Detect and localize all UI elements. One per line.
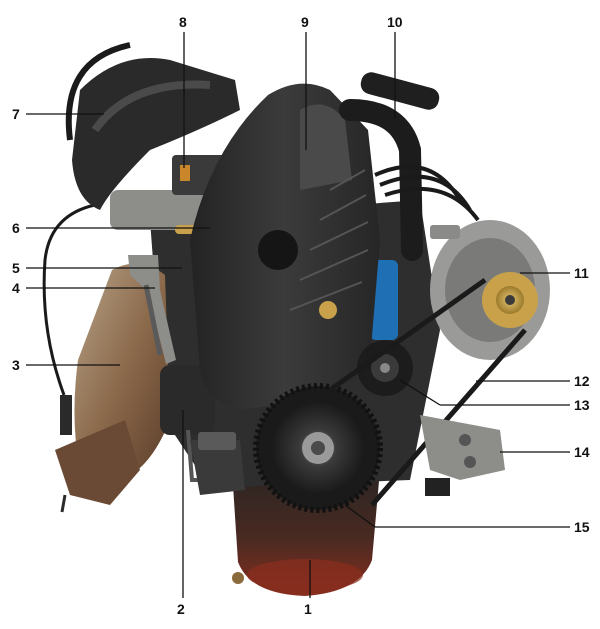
leader-lines [26, 32, 570, 598]
callout-8: 8 [179, 14, 187, 30]
leader-line-13 [399, 379, 441, 406]
crankshaft-pulley [253, 383, 383, 513]
exhaust-manifold [42, 203, 170, 513]
coolant-hose [339, 99, 423, 261]
callout-15: 15 [574, 519, 590, 535]
vacuum-hose [65, 42, 131, 141]
cover-cap [258, 230, 298, 270]
callout-14: 14 [574, 444, 590, 460]
oil-filter [160, 365, 215, 435]
alternator [430, 220, 550, 360]
callout-5: 5 [12, 260, 20, 276]
tensioner-pulley [357, 340, 413, 396]
callout-1: 1 [304, 601, 312, 617]
engine-mount-bracket [420, 415, 505, 496]
upper-hose [360, 72, 440, 110]
oxygen-sensor-connector [60, 395, 72, 435]
water-pump [370, 260, 398, 340]
ignition-wires [374, 164, 480, 222]
leader-line-15 [344, 504, 376, 528]
callout-11: 11 [574, 265, 589, 281]
callout-9: 9 [301, 14, 309, 30]
timing-belt-cover [190, 72, 440, 411]
accessory-belt [328, 277, 527, 507]
callout-7: 7 [12, 106, 20, 122]
brackets [128, 255, 215, 482]
callout-10: 10 [387, 14, 403, 30]
cover-bolt [319, 301, 337, 319]
callout-6: 6 [12, 220, 20, 236]
sensor-wire [42, 203, 96, 396]
callout-2: 2 [177, 601, 185, 617]
callout-3: 3 [12, 357, 20, 373]
callout-13: 13 [574, 397, 590, 413]
callout-12: 12 [574, 373, 590, 389]
flywheel-housing [190, 432, 245, 495]
callout-4: 4 [12, 280, 20, 296]
